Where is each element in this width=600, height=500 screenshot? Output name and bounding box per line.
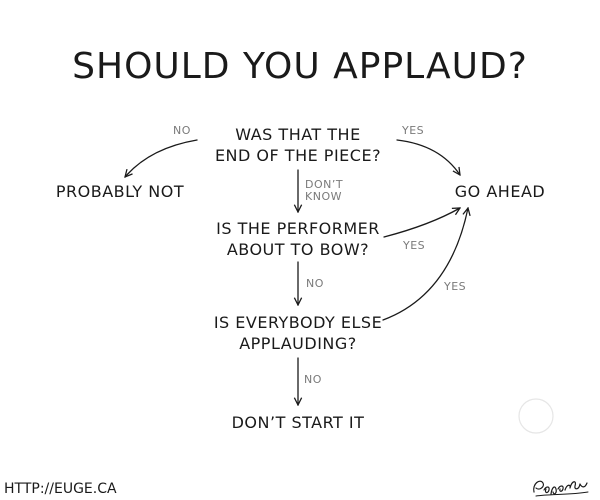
edge-label-no-2: No — [306, 277, 324, 290]
node-probably-not: Probably not — [55, 182, 185, 201]
node-dont-start: Don’t start it — [231, 413, 365, 432]
footer-url: http://euge.ca — [4, 481, 117, 497]
edge-everybody-to-go-ahead — [382, 208, 468, 321]
edge-end-to-probably-not — [125, 139, 198, 177]
edge-label-no-3: No — [304, 373, 322, 386]
node-end-of-piece: Was that the end of the piece? — [214, 125, 382, 165]
edge-label-yes-2: Yes — [403, 239, 426, 252]
edge-label-dont-know: Don’t know — [305, 178, 344, 203]
edge-performer-to-go-ahead — [383, 208, 460, 238]
watermark-circle — [518, 398, 554, 434]
edge-end-to-go-ahead — [396, 139, 460, 175]
edge-label-no-1: No — [173, 124, 191, 137]
edge-label-yes-1: Yes — [402, 124, 425, 137]
diagram-title: Should you applaud? — [72, 46, 528, 87]
signature-logo — [533, 480, 589, 497]
node-go-ahead: Go ahead — [454, 182, 546, 201]
edge-label-yes-3: Yes — [444, 280, 467, 293]
node-everybody-applauding: Is everybody else applauding? — [213, 313, 383, 353]
node-performer-bow: Is the performer about to bow? — [216, 219, 380, 259]
